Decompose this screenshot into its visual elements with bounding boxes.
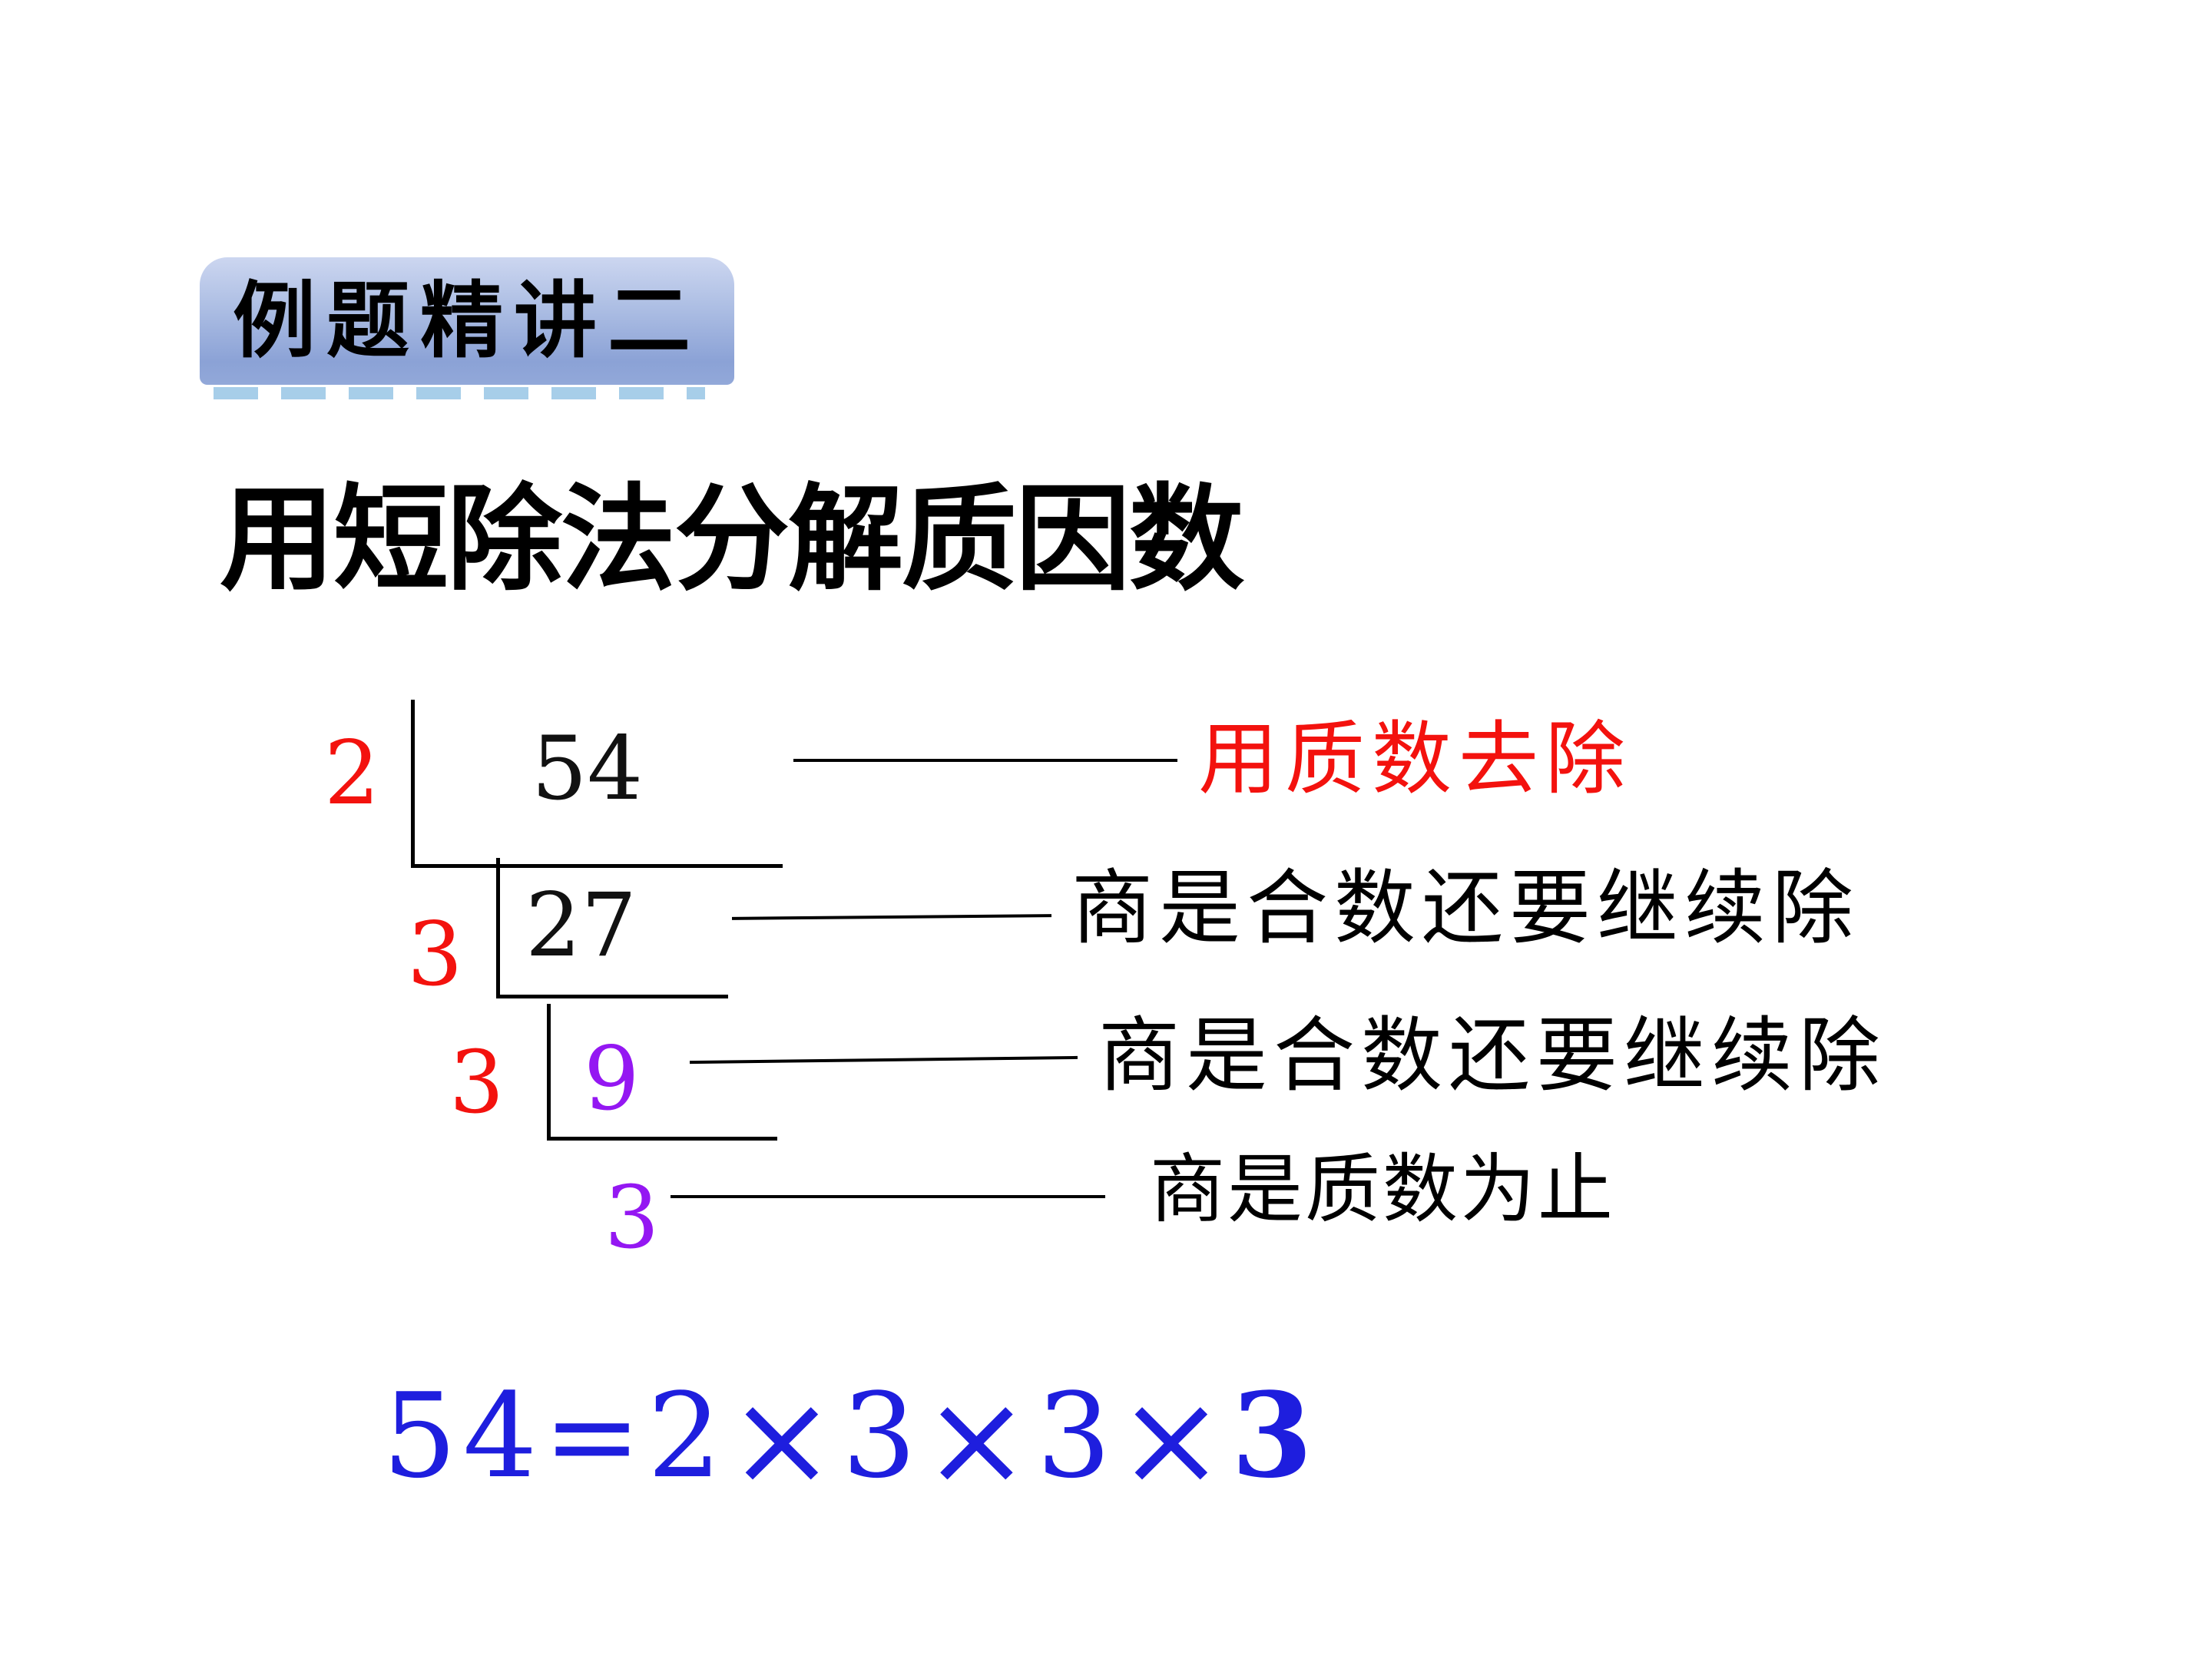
equation-term-bold: 3 bbox=[1231, 1366, 1319, 1504]
division-bracket-vertical-3 bbox=[547, 1004, 551, 1140]
division-bracket-vertical-2 bbox=[496, 858, 500, 998]
multiply-sign: × bbox=[1117, 1364, 1232, 1515]
dividend-step3: 9 bbox=[584, 1028, 640, 1130]
section-badge-label: 例题精讲二 bbox=[232, 273, 701, 369]
annotation-line-3 bbox=[689, 1055, 1078, 1065]
annotation-stop-at-prime: 商是质数为止 bbox=[1150, 1146, 1616, 1233]
equation-term: 2 bbox=[647, 1368, 728, 1504]
equation-term: 3 bbox=[842, 1368, 922, 1504]
divisor-step3: 3 bbox=[449, 1033, 505, 1133]
annotation-divide-by-prime: 用质数去除 bbox=[1198, 712, 1633, 806]
multiply-sign: × bbox=[922, 1364, 1037, 1515]
dividend-step2: 27 bbox=[525, 874, 637, 976]
division-underline-2 bbox=[496, 995, 728, 998]
division-underline-1 bbox=[411, 864, 783, 868]
equals-sign: = bbox=[543, 1368, 647, 1504]
dividend-step1: 54 bbox=[531, 717, 644, 820]
annotation-composite-continue-1: 商是合数还要继续除 bbox=[1071, 861, 1859, 955]
equation-term: 3 bbox=[1036, 1368, 1118, 1504]
badge-underline-dashes bbox=[214, 387, 705, 399]
equation-term: 54 bbox=[382, 1368, 544, 1504]
factorization-equation: 54=2×3×3×3 bbox=[382, 1375, 1319, 1504]
annotation-composite-continue-2: 商是合数还要继续除 bbox=[1098, 1008, 1886, 1103]
division-bracket-vertical-1 bbox=[411, 700, 415, 868]
annotation-line-1 bbox=[793, 759, 1177, 762]
annotation-line-4 bbox=[671, 1195, 1105, 1198]
divisor-step1: 2 bbox=[324, 722, 380, 824]
final-quotient: 3 bbox=[604, 1168, 660, 1268]
slide-title: 用短除法分解质因数 bbox=[220, 472, 1244, 607]
division-underline-3 bbox=[547, 1137, 777, 1141]
section-badge: 例题精讲二 bbox=[200, 257, 734, 385]
annotation-line-2 bbox=[731, 914, 1052, 920]
multiply-sign: × bbox=[727, 1364, 843, 1515]
divisor-step2: 3 bbox=[407, 903, 463, 1005]
